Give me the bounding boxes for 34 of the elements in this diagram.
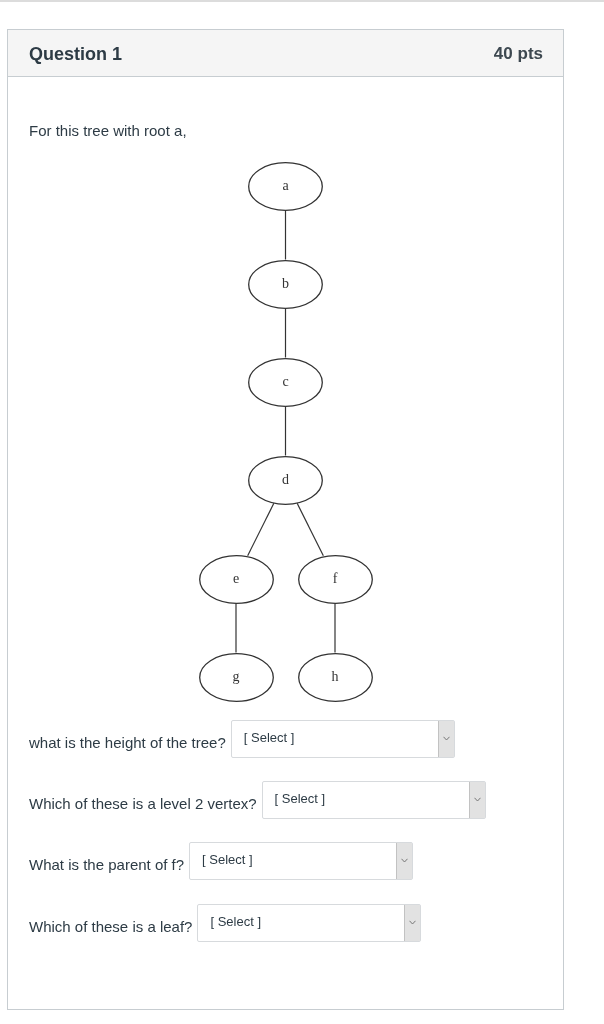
vertex-ellipse <box>248 161 323 211</box>
question-prompt: what is the height of the tree? <box>29 734 226 752</box>
vertex-ellipse <box>297 652 373 702</box>
vertex-ellipse <box>248 259 323 309</box>
tree-edge <box>334 602 336 654</box>
tree-edge <box>296 502 324 557</box>
vertex-ellipse <box>198 554 274 604</box>
question-prompt: What is the parent of f? <box>29 856 185 874</box>
dropdown-select: [ Select ] <box>197 904 422 942</box>
vertex-ellipse <box>248 455 323 505</box>
vertex-ellipse <box>297 554 373 604</box>
vertex-ellipse <box>198 652 274 702</box>
tree-edge <box>284 405 287 457</box>
vertex-label: e <box>232 571 240 587</box>
vertex-label: g <box>232 669 240 685</box>
points-value: 40 pts <box>493 43 543 65</box>
question-prompt: Which of these is a level 2 vertex? <box>29 795 257 813</box>
vertex-label: f <box>332 571 338 587</box>
vertex-label: b <box>282 276 289 292</box>
dropdown-select: [ Select ] <box>261 781 486 819</box>
vertex-label: h <box>331 669 339 685</box>
vertex-ellipse <box>248 357 323 407</box>
question-text: For this tree with root a, <box>29 122 187 140</box>
vertex-label: c <box>282 374 289 390</box>
tree-edge <box>247 502 275 557</box>
dropdown-select: [ Select ] <box>189 842 414 880</box>
tree-edge <box>284 307 287 359</box>
tree-edge <box>284 209 287 261</box>
dropdown-select: [ Select ] <box>230 720 455 758</box>
question-prompt: Which of these is a leaf? <box>29 918 193 936</box>
tree-edge <box>235 602 237 654</box>
vertex-label: d <box>282 472 289 488</box>
question-title: Question 1 <box>29 43 122 65</box>
vertex-label: a <box>282 178 289 194</box>
